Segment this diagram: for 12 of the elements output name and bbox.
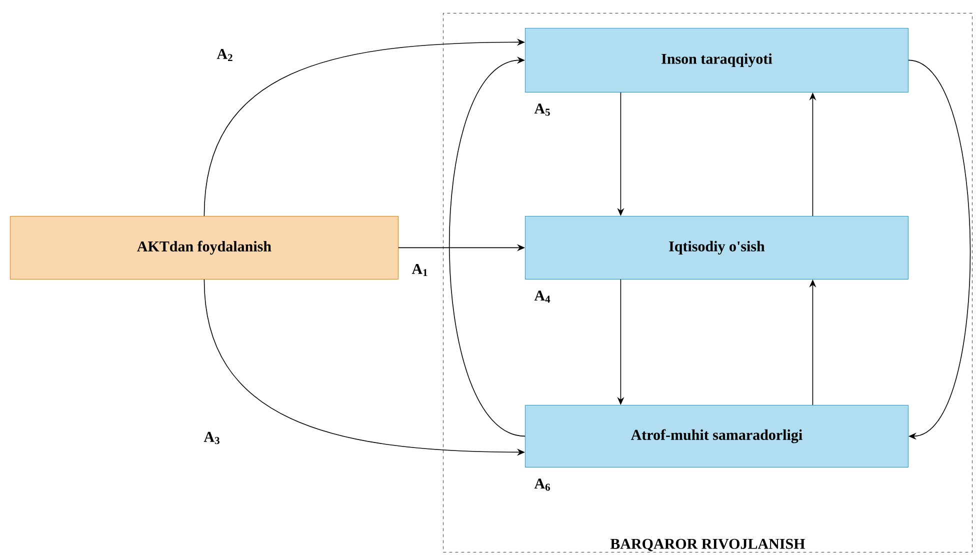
edge-label: A$_{1}$ (410, 262, 430, 278)
process-box: Iqtisodiy o'sish (525, 216, 908, 280)
group-title: BARQAROR RIVOJLANISH (610, 538, 805, 552)
process-box: Atrof-muhit samaradorligi (525, 405, 908, 468)
process-box: AKTdan foydalanish (10, 216, 398, 280)
arrow (448, 56, 526, 437)
box-caption: A$_{4}$ (534, 290, 550, 303)
edge-label: A$_{3}$ (202, 430, 222, 446)
edge-label: A$_{2}$ (216, 48, 234, 62)
process-box: Inson taraqqiyoti (525, 28, 908, 92)
box-caption: A$_{6}$ (534, 478, 550, 491)
box-caption: A$_{5}$ (534, 104, 550, 116)
